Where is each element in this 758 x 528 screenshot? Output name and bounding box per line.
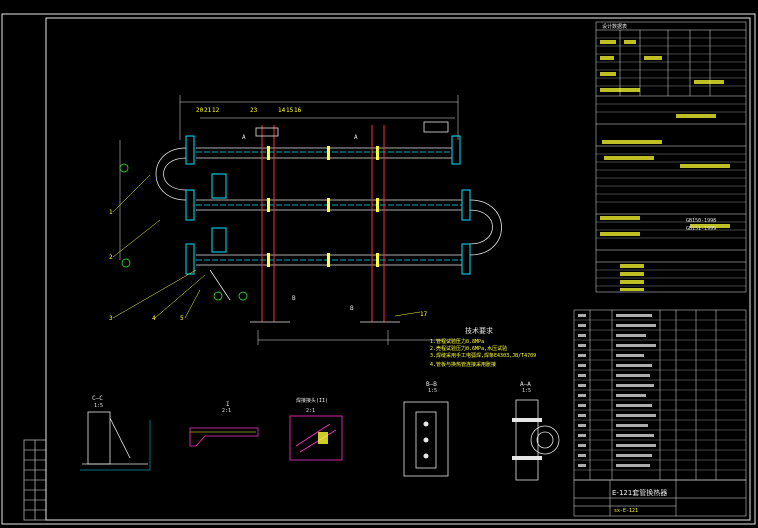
binding-strip: [23, 439, 47, 521]
svg-text:2.壳程试验压力0.6MPa,水压试验: 2.壳程试验压力0.6MPa,水压试验: [430, 345, 507, 352]
design-code-1: GB150-1998: [686, 218, 716, 224]
leader-lines: [112, 174, 421, 319]
detail-view-b-b: B—B 1:5: [403, 381, 449, 477]
svg-text:A: A: [354, 134, 358, 141]
svg-text:2:1: 2:1: [222, 408, 231, 414]
detail-view-weld: 焊接接头(II) 2:1: [289, 397, 343, 461]
design-table-header: 设计数据表: [602, 23, 627, 30]
svg-text:2:1: 2:1: [306, 408, 315, 414]
svg-text:3.焊缝采用手工电弧焊,焊条E4303,JB/T4709: 3.焊缝采用手工电弧焊,焊条E4303,JB/T4709: [430, 352, 536, 359]
svg-text:4: 4: [152, 315, 156, 322]
bom-fill: [578, 314, 656, 467]
bom-rows: [574, 319, 746, 471]
detail-view-a-a: A—A 1:5: [512, 381, 560, 481]
svg-text:4.管板与换热管连接采用胀接: 4.管板与换热管连接采用胀接: [430, 361, 496, 368]
design-data-table: [595, 21, 747, 293]
svg-text:1: 1: [109, 209, 113, 216]
svg-text:B: B: [292, 295, 296, 302]
technical-notes: 技术要求 1.管程试验压力0.8MPa 2.壳程试验压力0.6MPa,水压试验 …: [430, 326, 536, 368]
flanges: [185, 135, 471, 275]
nozzle-marks: [267, 146, 379, 267]
section-markers: A A B B: [242, 134, 358, 312]
svg-text:C—C: C—C: [92, 395, 103, 402]
return-bend-left: [155, 147, 187, 201]
svg-text:I: I: [226, 401, 230, 408]
svg-text:3: 3: [109, 315, 113, 322]
svg-text:1:5: 1:5: [428, 388, 437, 394]
svg-text:23: 23: [250, 107, 258, 114]
detail-view-i: I 2:1: [189, 401, 259, 447]
inner-border: [45, 17, 751, 521]
svg-text:21: 21: [204, 107, 212, 114]
main-view: 20 21 12 23 14 15 16 1 2 3 4 5 17 A A B …: [109, 95, 502, 345]
svg-text:12: 12: [212, 107, 220, 114]
balloon-labels: 20 21 12 23 14 15 16 1 2 3 4 5 17: [109, 107, 428, 322]
svg-text:14: 14: [278, 107, 286, 114]
supports: [261, 125, 385, 322]
svg-text:15: 15: [286, 107, 294, 114]
svg-text:5: 5: [180, 315, 184, 322]
bill-of-materials: [573, 309, 747, 481]
design-table-rows: [596, 37, 746, 287]
detail-view-c-c: C—C 1:5: [80, 395, 151, 471]
svg-text:B—B: B—B: [426, 381, 437, 388]
svg-text:2: 2: [109, 254, 113, 261]
svg-text:16: 16: [294, 107, 302, 114]
return-bend-right: [469, 199, 502, 256]
tube-pass-1: [196, 147, 452, 159]
title-block: [573, 479, 747, 517]
svg-text:技术要求: 技术要求: [465, 326, 493, 335]
outer-border: [1, 13, 756, 525]
svg-text:20: 20: [196, 107, 204, 114]
svg-text:A—A: A—A: [520, 381, 531, 388]
svg-text:17: 17: [420, 311, 428, 318]
svg-text:1:5: 1:5: [522, 388, 531, 394]
svg-text:1:5: 1:5: [94, 403, 103, 409]
drawing-number: sx-E-121: [614, 508, 638, 514]
drawing-title: E-121套管换热器: [612, 488, 667, 497]
svg-text:A: A: [242, 134, 246, 141]
svg-text:B: B: [350, 305, 354, 312]
design-code-2: GB151-1999: [686, 226, 716, 232]
svg-text:焊接接头(II): 焊接接头(II): [296, 397, 328, 404]
svg-text:1.管程试验压力0.8MPa: 1.管程试验压力0.8MPa: [430, 338, 484, 345]
design-table-fill: [600, 40, 730, 291]
